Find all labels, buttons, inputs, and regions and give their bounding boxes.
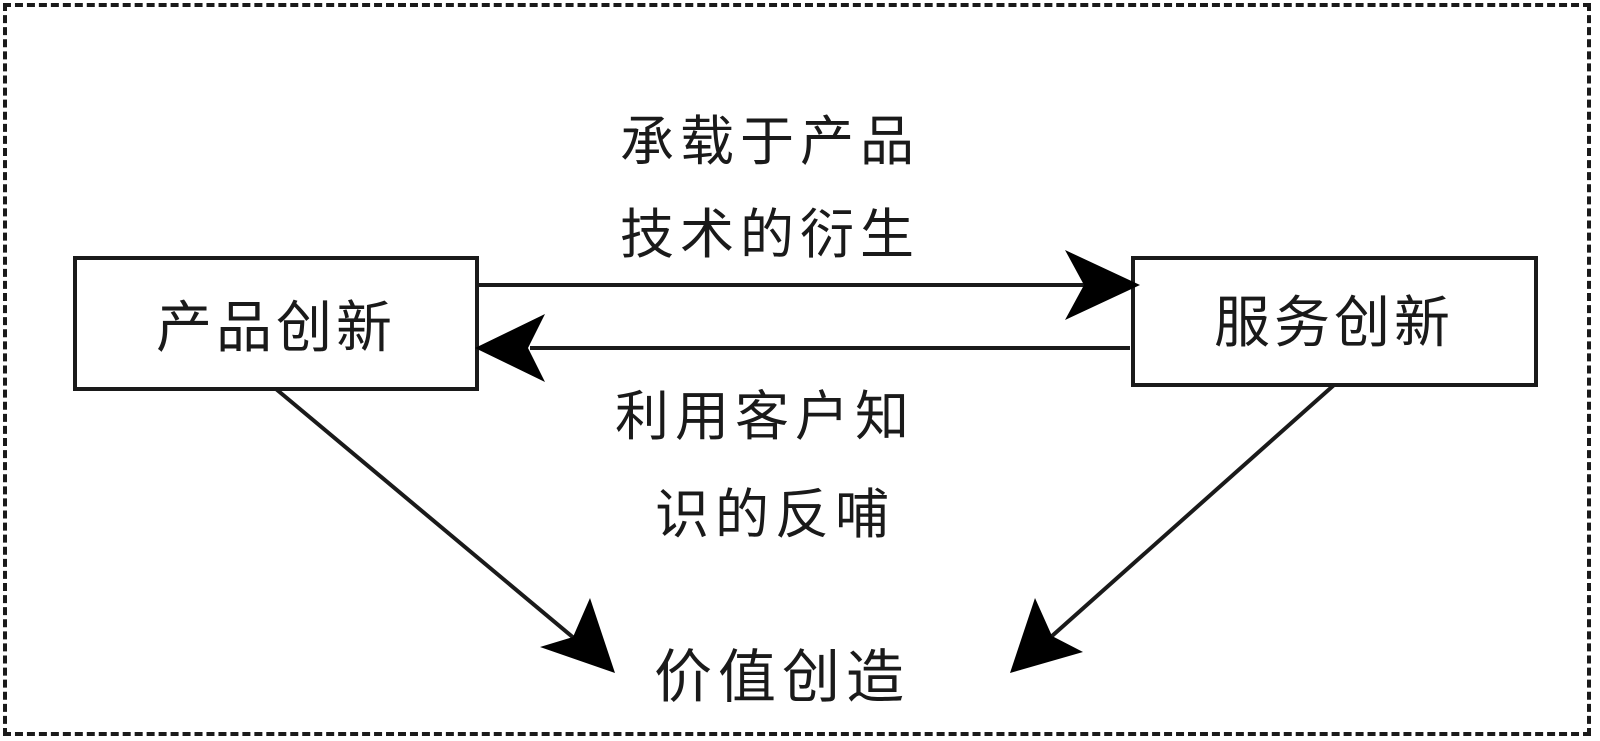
dashed-frame xyxy=(3,3,1591,736)
edge-label-product-to-service-line2: 技术的衍生 xyxy=(620,203,920,266)
arrow-line-service-to-value xyxy=(1050,383,1336,638)
edge-product-to-service: 承载于产品 技术的衍生 xyxy=(477,110,1140,320)
edge-label-service-to-product-line1: 利用客户知 xyxy=(615,385,915,448)
node-box-service-innovation xyxy=(1131,256,1538,387)
node-product-innovation: 产品创新 xyxy=(73,256,479,391)
node-label-value-creation: 价值创造 xyxy=(654,643,910,711)
arrow-line-product-to-value xyxy=(274,387,577,641)
edge-service-to-value xyxy=(1010,383,1336,673)
edge-label-service-to-product-line2: 识的反哺 xyxy=(655,483,895,546)
arrowhead-right xyxy=(1065,250,1140,320)
edge-product-to-value xyxy=(274,387,615,673)
edge-label-product-to-service-line1: 承载于产品 xyxy=(620,110,920,173)
edge-service-to-product: 利用客户知 识的反哺 xyxy=(475,314,1130,546)
node-label-service-innovation: 服务创新 xyxy=(1214,291,1454,356)
arrowhead-left xyxy=(475,314,545,382)
arrowhead-down-left xyxy=(1010,598,1083,673)
node-service-innovation: 服务创新 xyxy=(1131,256,1538,387)
node-label-product-innovation: 产品创新 xyxy=(156,296,396,361)
arrowhead-down-right xyxy=(540,598,615,673)
